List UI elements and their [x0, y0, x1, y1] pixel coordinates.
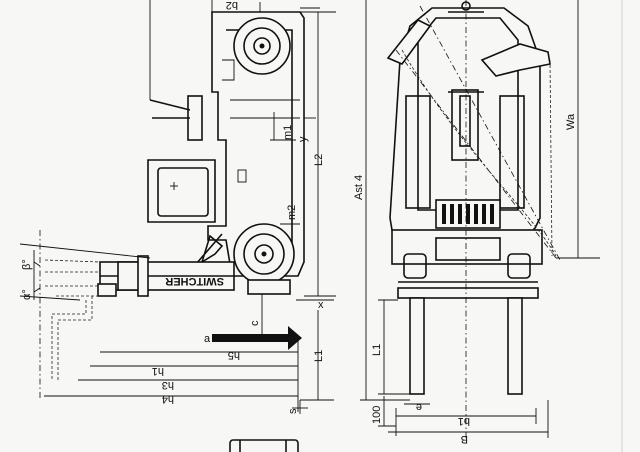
operator-seat	[147, 159, 216, 223]
dim-b2: b2	[226, 0, 238, 11]
bottom-partial-view	[229, 439, 299, 452]
dim-l1-front: L1	[371, 344, 383, 356]
dim-e: e	[416, 401, 422, 413]
dim-l2: L2	[313, 154, 325, 166]
dim-m2: m2	[286, 205, 298, 220]
dim-h1: h1	[152, 365, 164, 377]
dim-100: 100	[371, 406, 383, 424]
dim-wa: Wa	[565, 113, 577, 130]
dim-h4: h4	[162, 393, 174, 405]
dim-a: a	[204, 333, 211, 345]
dim-b: B	[461, 433, 468, 445]
upper-wheel	[233, 17, 291, 75]
dim-h5: h5	[228, 349, 240, 361]
side-dimensions: L2 y m1 m2 b2 x c a L1 h5 h1	[21, 0, 336, 414]
dim-y: y	[297, 136, 309, 142]
dim-ast4: Ast 4	[353, 175, 365, 200]
dim-m1: m1	[282, 125, 294, 140]
dim-c: c	[249, 320, 261, 326]
front-dimensions: Ast 4 Wa L1 100 e b1 B	[353, 0, 600, 445]
dim-alpha: α°	[21, 289, 33, 300]
front-view	[386, 0, 561, 440]
dim-b1: b1	[458, 415, 470, 427]
mast-assembly: SWITCHER	[97, 255, 235, 297]
dim-h3: h3	[162, 379, 174, 391]
lower-wheel	[233, 223, 295, 285]
dim-x: x	[318, 299, 324, 311]
dim-l1-side: L1	[313, 350, 325, 362]
mast-brand-text: SWITCHER	[165, 275, 224, 287]
front-grill	[442, 204, 494, 224]
side-view: SWITCHER	[19, 0, 320, 400]
dim-s: s	[287, 408, 299, 414]
dim-beta: β°	[21, 259, 33, 270]
